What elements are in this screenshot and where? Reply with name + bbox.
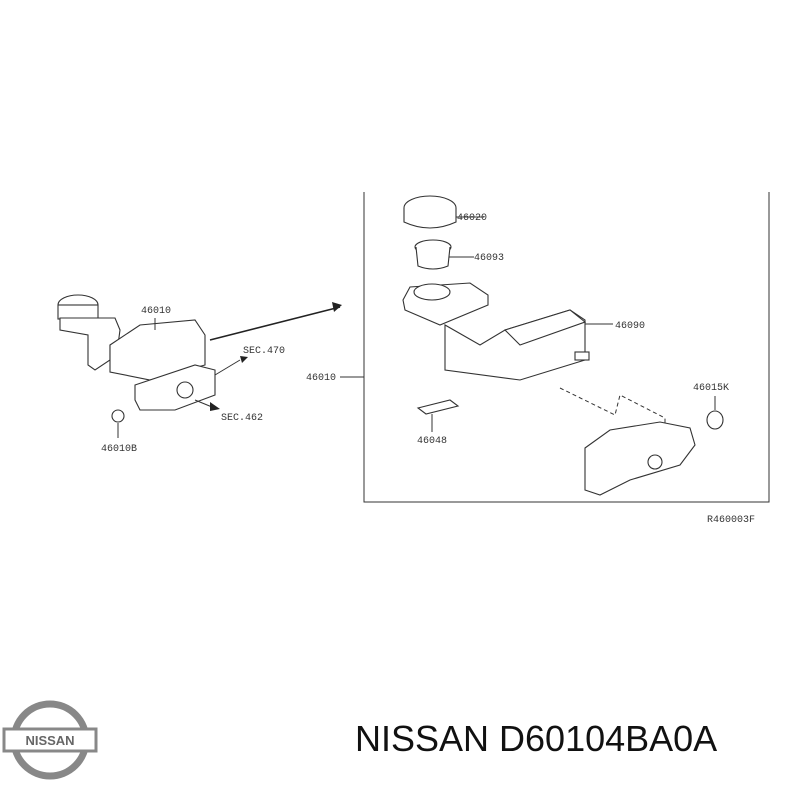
label-46090: 46090 — [615, 321, 645, 332]
label-46010-detail: 46010 — [306, 373, 336, 384]
detail-frame — [363, 192, 770, 503]
figure-code: R460003F — [707, 515, 755, 526]
label-46048: 46048 — [417, 436, 447, 447]
nissan-logo: NISSAN — [2, 700, 98, 780]
product-title: NISSAN D60104BA0A — [355, 718, 718, 759]
detail-parts — [402, 195, 724, 496]
label-46010-overview: 46010 — [141, 306, 171, 317]
label-sec-470: SEC.470 — [243, 346, 285, 357]
label-46015k: 46015K — [693, 383, 729, 394]
label-46093: 46093 — [474, 253, 504, 264]
label-46020: 46020 — [457, 213, 487, 224]
label-sec-462: SEC.462 — [221, 413, 263, 424]
label-46010b: 46010B — [101, 444, 137, 455]
svg-text:NISSAN: NISSAN — [25, 733, 74, 748]
overview-master-cylinder — [57, 294, 342, 438]
